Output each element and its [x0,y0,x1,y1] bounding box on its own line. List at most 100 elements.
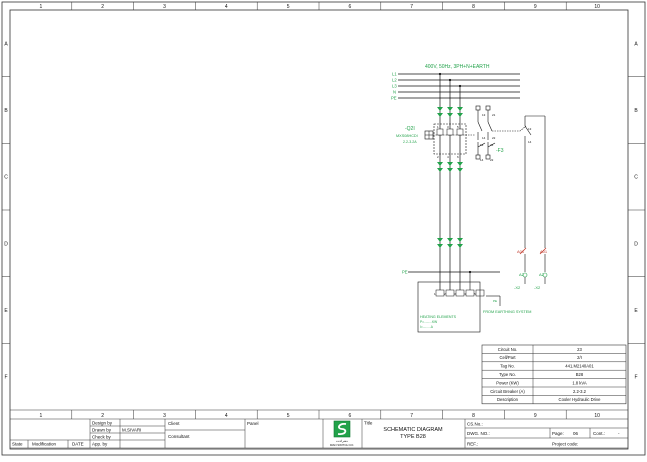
column-number-top: 7 [410,4,413,10]
bus-label-l1: L1 [392,72,397,77]
junction-dot [438,72,442,76]
logo-subtext-1: «شرکت» [336,439,348,443]
info-row-value: Cooler Hydraulic Drive [559,397,602,402]
info-row-label: Description [497,397,519,402]
term-a01-left: A01 [517,249,525,254]
column-number-bottom: 4 [225,413,228,419]
column-number-bottom: 3 [163,413,166,419]
column-number-bottom: 6 [349,413,352,419]
aux-tag: -F3 [496,148,504,154]
breaker-term-5: 5 [457,125,459,129]
panel-label: Panel [247,421,259,426]
heating-elements-label: HEATING ELEMENTS [420,315,457,319]
row-letter-right: A [634,41,638,47]
title-block [10,418,628,449]
power-schematic: 400V, 50Hz, 3PH+N+EARTH L1 L2 L3 N PE [391,64,548,333]
company-logo: «شرکت» IRAN SWITCH CO. [330,420,354,447]
page-value: 06 [573,431,579,436]
column-number-bottom: 2 [101,413,104,419]
design-by-label: Design by [92,421,113,426]
info-row-label: Circuit No. [498,347,518,352]
phase-arrows [437,107,463,248]
column-number-bottom: 10 [594,413,600,419]
row-letter-left: A [4,41,8,47]
column-number-top: 4 [225,4,228,10]
pe-label: PE [402,270,408,275]
bus-label-l2: L2 [392,78,397,83]
breaker-model: MXS08HCDI [396,134,418,138]
title-block-text: Design by Drawn by M.SIVARI Check by App… [12,421,620,447]
info-row-value: B28 [576,372,584,377]
dwg-no-label: DWG. NO.: [467,431,490,436]
row-letter-right: E [634,308,638,314]
column-number-top: 10 [594,4,600,10]
inner-frame [9,9,629,450]
drawn-by-label: Drawn by [92,428,112,433]
row-letter-left: D [4,241,8,247]
row-letter-left: B [4,108,8,114]
client-label: Client [168,421,180,426]
bus-label-n: N [393,90,396,95]
info-row-value: 2.2-3.2 [573,389,587,394]
supply-label: 400V, 50Hz, 3PH+N+EARTH [425,64,490,70]
x2-label-left: A2 [519,272,525,277]
column-number-bottom: 5 [287,413,290,419]
info-row-label: Type No. [499,372,516,377]
page-label: Page: [552,431,564,436]
logo-subtext-2: IRAN SWITCH CO. [330,443,354,447]
column-number-top: 5 [287,4,290,10]
row-letter-right: C [634,175,638,181]
info-row-label: Tag No. [500,364,514,369]
column-number-top: 2 [101,4,104,10]
junction-dot [458,84,462,88]
x2-tag-right: -X2 [534,285,541,290]
breaker-body [433,123,467,155]
info-row-value: 23 [577,347,582,352]
breaker-term-3: 3 [447,125,449,129]
terminal-num-1: 1 [434,292,436,296]
aux-term-21: 21 [490,143,494,147]
project-code-label: Project code: [552,442,578,447]
info-row-value: 1.8 kVA [572,380,587,385]
cont-label: Cont.: [593,431,605,436]
info-row-label: Power (KW) [496,380,519,385]
column-number-top: 3 [163,4,166,10]
row-letter-right: B [634,108,638,114]
heating-p-line: P=.........KW [420,320,437,324]
aux-nc-21: 21 [492,113,496,117]
modification-label: Modification [32,442,57,447]
row-letter-right: F [634,375,637,381]
info-row-label: Cell/Part [499,355,516,360]
aux-term-14: 14 [480,158,484,162]
column-number-bottom: 7 [410,413,413,419]
control-link [492,125,527,132]
cs-no-label: CS.No.: [467,422,483,427]
column-number-top: 1 [40,4,43,10]
breaker-term-1: 1 [437,125,439,129]
aux-contacts [475,105,496,160]
term-a01-left-mark [519,247,527,255]
drawing-title-line1: SCHEMATIC DIAGRAM [383,427,443,433]
heating-i-line: I=.........A [420,325,434,329]
breaker-term-2: 2 [437,155,439,159]
check-by-label: Check by [92,435,112,440]
column-number-top: 9 [534,4,537,10]
relay-term-14: 14 [528,140,532,144]
x2-label-right: A2 [539,272,545,277]
junction-dot [448,78,452,82]
earthing-label: FROM EARTHING SYSTEM [483,310,531,314]
drawing-title-line2: TYPE B28 [400,434,426,440]
term-a01-right: A01 [540,249,548,254]
breaker-term-6: 6 [457,155,459,159]
app-by-label: App. by [92,442,108,447]
row-letter-left: F [4,375,7,381]
aux-term-22: 22 [490,158,494,162]
date-label: DATE [72,442,84,447]
bus-label-l3: L3 [392,84,397,89]
row-letter-right: D [634,241,638,247]
column-number-bottom: 1 [40,413,43,419]
